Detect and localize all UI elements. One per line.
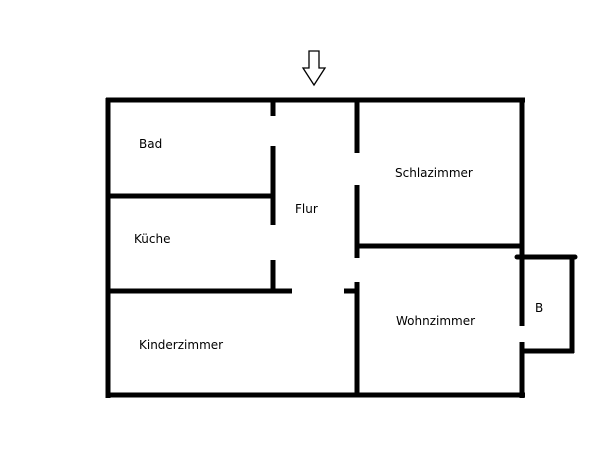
arrow-down-icon [301, 50, 327, 87]
room-label-flur: Flur [295, 202, 318, 216]
room-label-kinderzimmer: Kinderzimmer [139, 338, 224, 352]
room-label-kueche: Küche [134, 232, 171, 246]
walls [105, 97, 578, 398]
room-label-bad: Bad [139, 137, 163, 151]
room-label-schlafzimmer: Schlazimmer [395, 166, 473, 180]
room-label-balkon: B [535, 301, 544, 315]
room-label-wohnzimmer: Wohnzimmer [396, 314, 476, 328]
